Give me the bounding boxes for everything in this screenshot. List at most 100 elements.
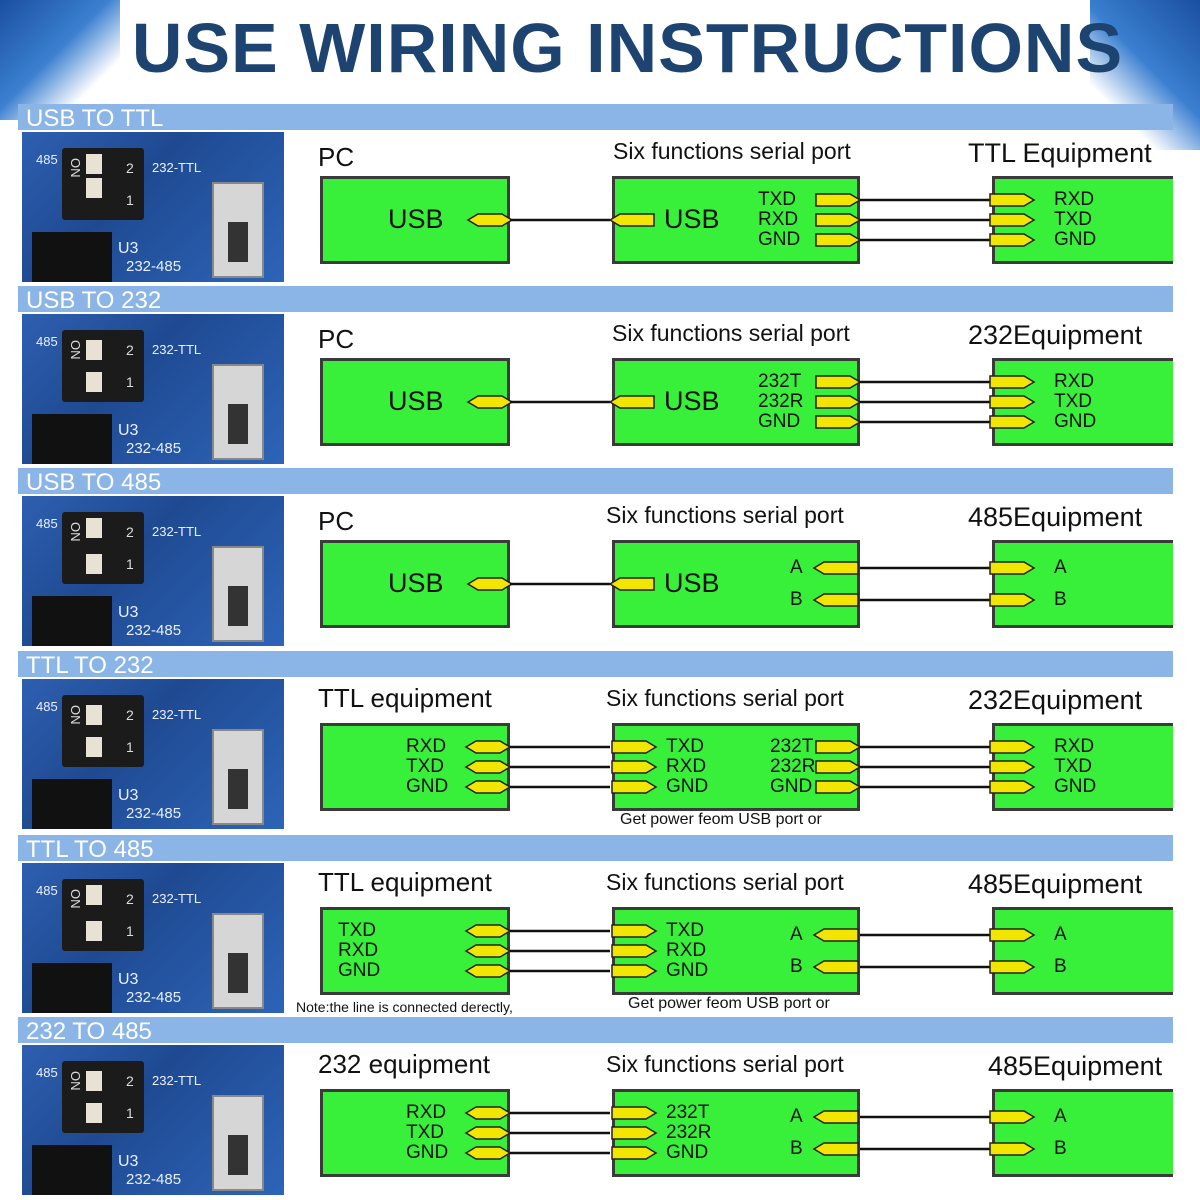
left-usb-connector — [466, 213, 514, 227]
left-pin-connector — [464, 944, 512, 958]
serial-left-pin-label: GND — [666, 960, 709, 981]
serial-left-pin-connector — [611, 1126, 658, 1140]
dip-number-2: 2 — [126, 1073, 134, 1089]
right-pin-connector — [989, 415, 1036, 429]
section-band: TTL TO 232 — [18, 651, 1173, 679]
right-heading: 485Equipment — [988, 1051, 1163, 1081]
slide-switch — [212, 913, 264, 1009]
left-usb-connector — [466, 577, 514, 591]
dip-number-1: 1 — [126, 739, 134, 755]
dip-on-label: ON — [68, 158, 83, 178]
wiring-lines — [466, 561, 1036, 607]
right-pin-connector — [989, 375, 1036, 389]
serial-pin-connector — [812, 1110, 859, 1124]
section-band: USB TO 232 — [18, 286, 1173, 314]
dip-number-1: 1 — [126, 192, 134, 208]
right-pin-connector — [989, 760, 1036, 774]
dip-lever-1 — [86, 178, 102, 198]
right-pin-label: GND — [1054, 776, 1097, 797]
chip — [32, 596, 112, 646]
left-heading: 232 equipment — [318, 1049, 491, 1079]
slide-switch — [212, 546, 264, 642]
serial-pin-connector — [815, 233, 862, 247]
serial-left-pin-connector — [611, 964, 658, 978]
serial-pin-label: RXD — [758, 209, 799, 230]
right-heading: 485Equipment — [968, 869, 1143, 899]
right-pin-label: A — [1054, 1106, 1067, 1127]
right-pin-connector — [989, 395, 1036, 409]
chip — [32, 1145, 112, 1195]
serial-pin-label: GND — [758, 229, 801, 250]
serial-left-pin-connector — [611, 1106, 658, 1120]
dip-number-1: 1 — [126, 556, 134, 572]
serial-pin-label: A — [790, 924, 803, 945]
serial-pin-connector — [815, 415, 862, 429]
serial-pin-label: A — [790, 1106, 803, 1127]
section-label: USB TO 485 — [26, 469, 162, 496]
dip-lever-2 — [86, 340, 102, 360]
serial-left-pin-label: 232R — [666, 1122, 712, 1143]
serial-usb-connector — [608, 395, 655, 409]
right-pin-label: TXD — [1054, 391, 1092, 412]
serial-usb-label: USB — [664, 386, 720, 416]
serial-left-pin-label: RXD — [666, 756, 707, 777]
serial-pin-connector — [815, 760, 862, 774]
silk-u3: U3 — [118, 604, 139, 621]
right-pin-label: GND — [1054, 229, 1097, 250]
silk-u3: U3 — [118, 422, 139, 439]
silk-232-ttl: 232-TTL — [152, 891, 202, 906]
left-heading: PC — [318, 506, 355, 536]
right-pin-label: RXD — [1054, 189, 1095, 210]
left-pin-connector — [464, 964, 512, 978]
silk-485: 485 — [36, 334, 58, 349]
silk-232-ttl: 232-TTL — [152, 1073, 202, 1088]
right-pin-label: B — [1054, 1138, 1067, 1159]
serial-pin-connector — [812, 928, 859, 942]
section-band: USB TO TTL — [18, 104, 1173, 132]
center-heading: Six functions serial port — [613, 138, 851, 164]
section-label: TTL TO 485 — [26, 836, 154, 863]
dip-lever-2 — [86, 705, 102, 725]
right-device-box — [992, 1089, 1173, 1177]
silk-485: 485 — [36, 883, 58, 898]
serial-pin-label: B — [790, 956, 803, 977]
serial-pin-label: GND — [758, 411, 801, 432]
silk-u3: U3 — [118, 971, 139, 988]
curtain-left — [0, 0, 120, 120]
dip-number-1: 1 — [126, 374, 134, 390]
silk-485: 485 — [36, 1065, 58, 1080]
serial-pin-connector — [815, 213, 862, 227]
silk-232-485: 232-485 — [126, 989, 182, 1006]
right-pin-connector — [989, 213, 1036, 227]
left-pin-connector — [464, 1146, 512, 1160]
left-usb-label: USB — [388, 386, 444, 416]
left-pin-label: GND — [406, 1142, 449, 1163]
serial-pin-label: 232T — [758, 371, 802, 392]
right-pin-label: TXD — [1054, 209, 1092, 230]
right-pin-connector — [989, 1110, 1036, 1124]
serial-left-pin-connector — [611, 944, 658, 958]
silk-232-485: 232-485 — [126, 1171, 182, 1188]
left-pin-label: TXD — [406, 756, 444, 777]
power-note-line-1: Get power feom USB port or — [628, 995, 830, 1012]
section-label: TTL TO 232 — [26, 652, 154, 679]
silk-232-485: 232-485 — [126, 440, 182, 457]
wiring-lines — [464, 740, 1036, 794]
silk-232-485: 232-485 — [126, 258, 182, 275]
right-pin-connector — [989, 561, 1036, 575]
left-usb-connector — [466, 395, 514, 409]
serial-left-pin-connector — [611, 1146, 658, 1160]
dip-number-2: 2 — [126, 524, 134, 540]
center-heading: Six functions serial port — [606, 685, 844, 711]
serial-pin-connector — [815, 375, 862, 389]
dip-lever-1 — [86, 372, 102, 392]
dip-on-label: ON — [68, 522, 83, 542]
page-title: USE WIRING INSTRUCTIONS — [131, 9, 1124, 87]
right-heading: TTL Equipment — [968, 138, 1152, 168]
left-pin-label: RXD — [406, 1102, 447, 1123]
